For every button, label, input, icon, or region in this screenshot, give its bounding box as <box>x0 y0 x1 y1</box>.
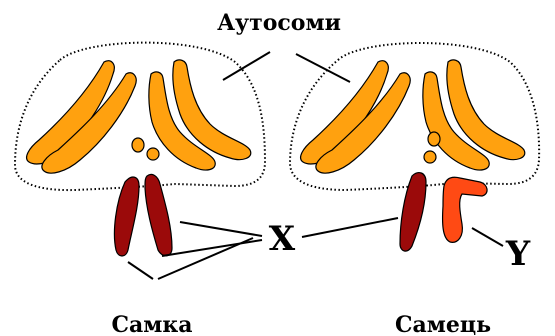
leader-line-female-left <box>128 262 153 279</box>
female-label: Самка <box>111 312 192 336</box>
leader-line-y <box>472 228 503 246</box>
leader-line-x-male <box>302 218 398 237</box>
y-label: Y <box>505 234 531 274</box>
autosome-small <box>424 151 436 163</box>
x-label: X <box>269 219 296 259</box>
leader-line-x-female-lower <box>162 240 262 256</box>
x-chromosome <box>400 173 426 251</box>
autosome-small <box>132 138 144 152</box>
leader-line-x-female-upper <box>180 222 262 236</box>
autosome-small <box>428 132 440 146</box>
x-chromosome <box>145 174 172 255</box>
x-chromosome <box>114 177 139 256</box>
male-label: Самець <box>395 312 491 336</box>
autosome-small <box>147 148 159 160</box>
leader-line-autosomes-female <box>223 52 270 80</box>
male-karyotype <box>290 43 539 251</box>
female-karyotype <box>15 43 265 256</box>
autosomes-label: Аутосоми <box>217 10 341 36</box>
